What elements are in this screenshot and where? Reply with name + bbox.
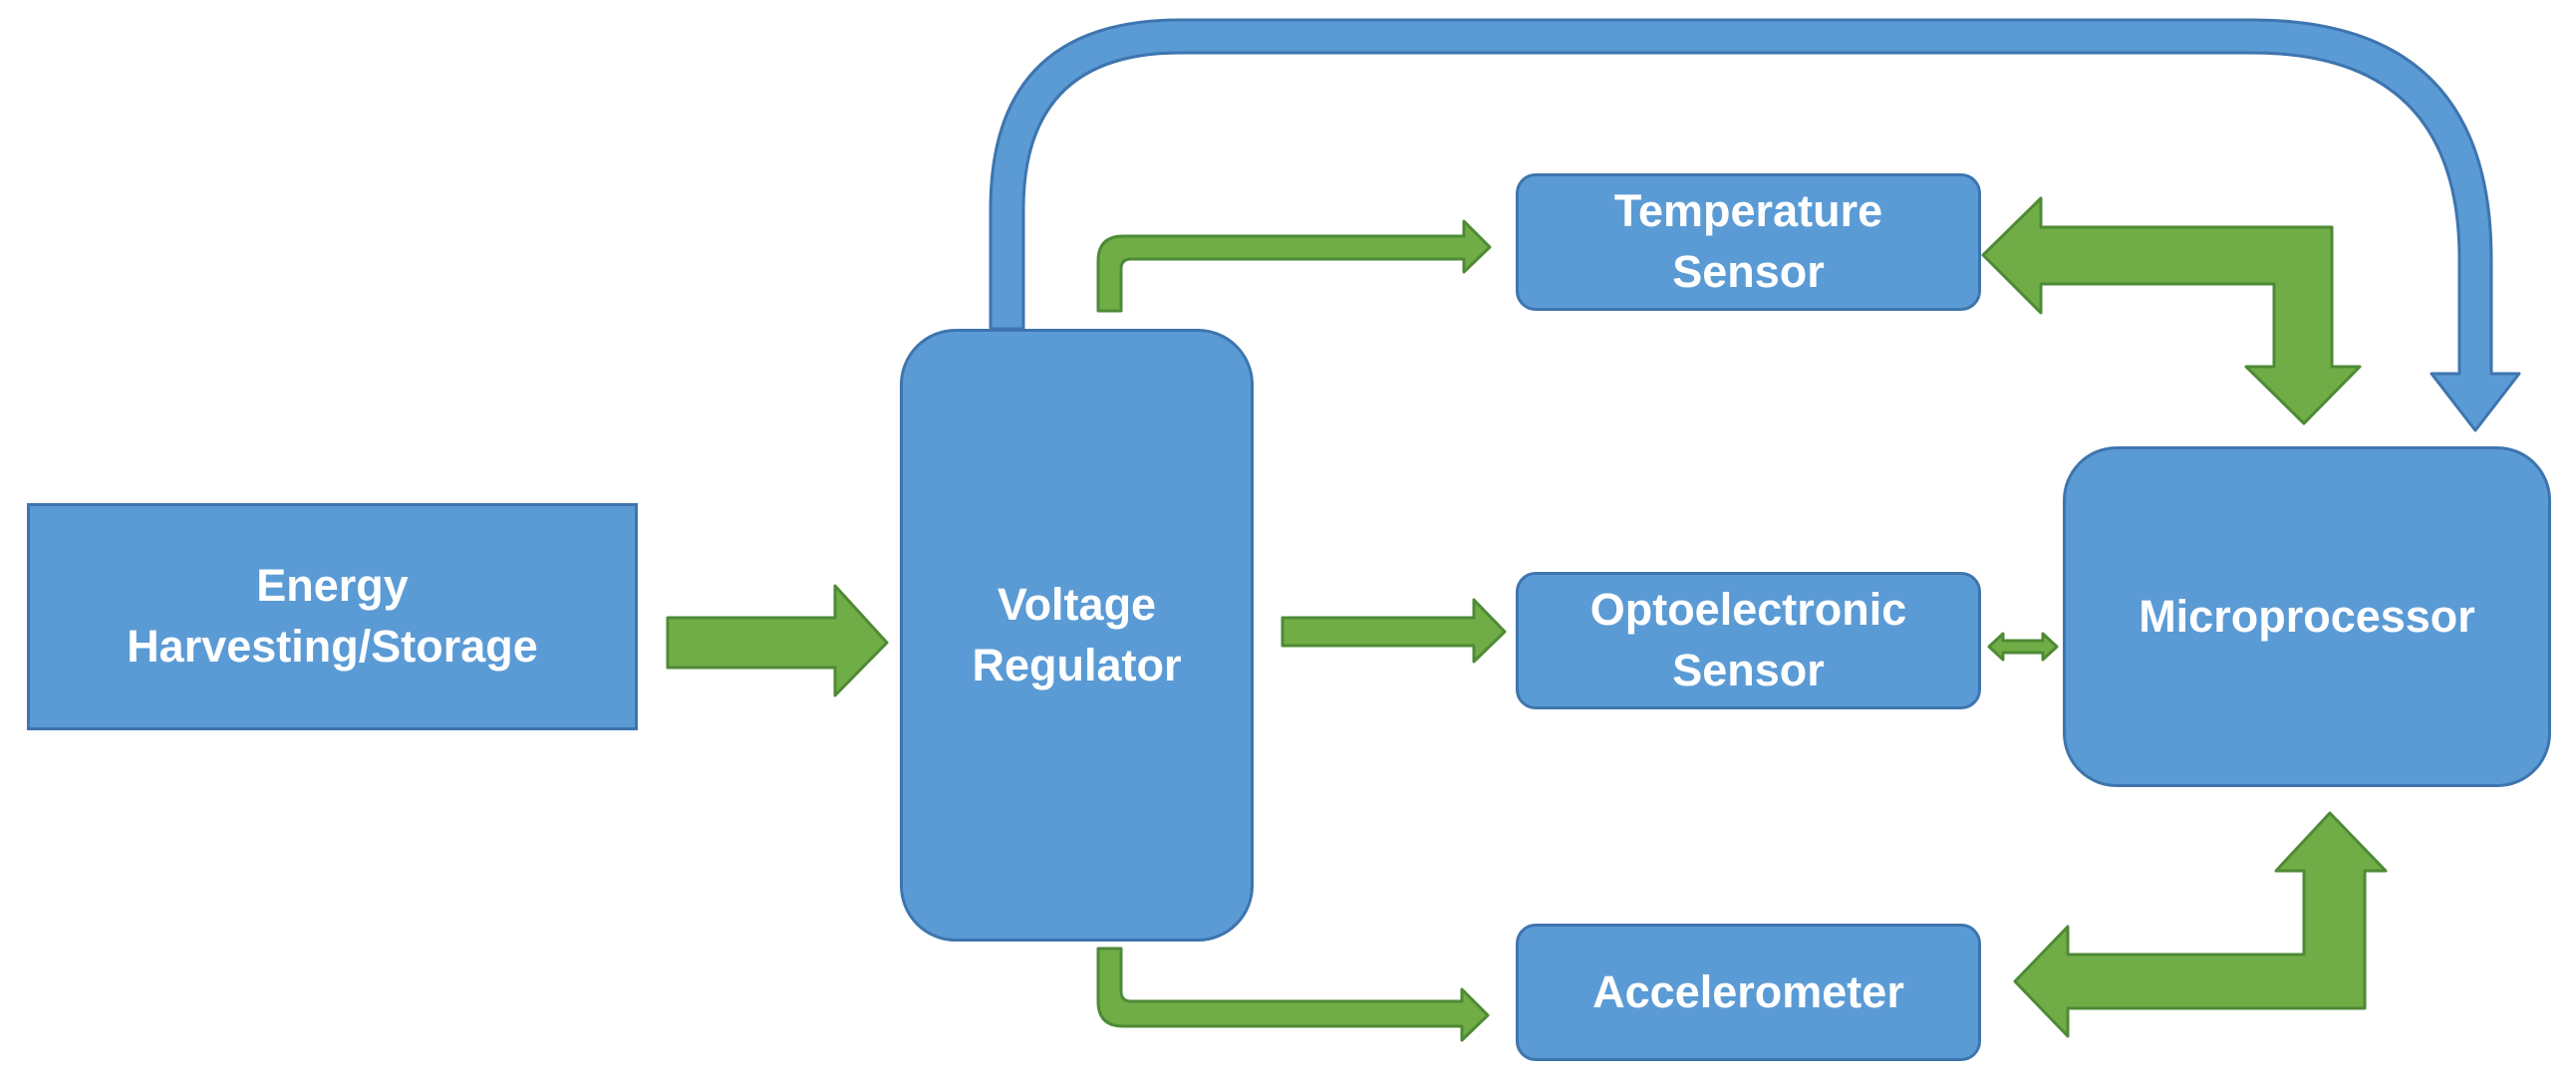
accelerometer-microprocessor-arrow [2013, 811, 2388, 1038]
voltage-regulator-label: Voltage Regulator [972, 578, 1182, 690]
microprocessor-label: Microprocessor [2139, 590, 2475, 642]
regulator-to-opto-arrow [1281, 598, 1507, 664]
regulator-to-accelerometer-arrow [1096, 947, 1490, 1042]
opto-microprocessor-arrow [1987, 632, 2059, 662]
temperature-microprocessor-arrow [1981, 196, 2362, 425]
temperature-sensor-label: Temperature Sensor [1613, 185, 1883, 297]
microprocessor-block: Microprocessor [2063, 446, 2551, 787]
optoelectronic-sensor-label: Optoelectronic Sensor [1589, 584, 1907, 695]
temperature-sensor-block: Temperature Sensor [1516, 173, 1981, 311]
voltage-regulator-block: Voltage Regulator [900, 329, 1254, 942]
accelerometer-label: Accelerometer [1592, 965, 1904, 1017]
regulator-to-temperature-arrow [1096, 219, 1492, 313]
accelerometer-block: Accelerometer [1516, 924, 1981, 1061]
optoelectronic-sensor-block: Optoelectronic Sensor [1516, 572, 1981, 709]
energy-harvesting-storage-block: Energy Harvesting/Storage [27, 503, 638, 730]
regulator-to-microprocessor-loop-arrow [989, 18, 2521, 432]
energy-to-regulator-arrow [666, 584, 889, 697]
energy-harvesting-storage-label: Energy Harvesting/Storage [127, 560, 538, 672]
